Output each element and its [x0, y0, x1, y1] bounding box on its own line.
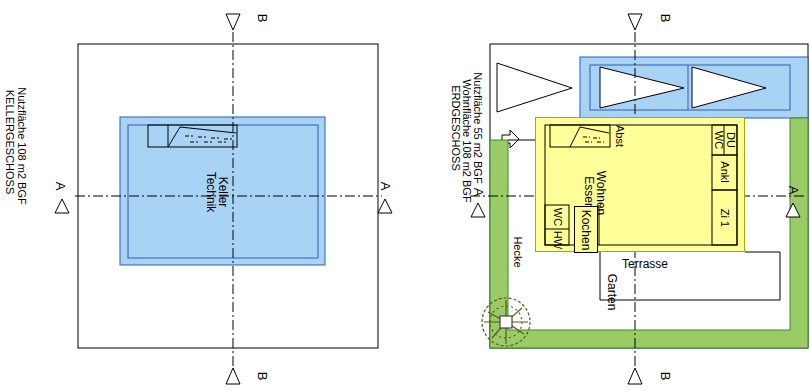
section-letter: A: [54, 182, 67, 191]
section-letter: B: [256, 14, 269, 23]
section-letter: A: [379, 182, 392, 191]
room-name: WC: [713, 131, 724, 149]
section-letter: A: [787, 186, 800, 195]
kitchen-box: Kochen: [574, 206, 598, 253]
floor-title: KELLERGESCHOSS: [4, 90, 15, 195]
floor-title: ERDGESCHOSS: [450, 85, 461, 171]
room-name: Keller Technik: [205, 167, 229, 217]
room-name: Ankl: [719, 161, 730, 182]
section-letter: A: [472, 188, 485, 197]
section-letter: B: [659, 14, 672, 23]
area-note: Nutzfläche 55 m2 BGF: [472, 72, 483, 183]
basement-room: Keller Technik: [120, 117, 325, 265]
area-name: Terrasse: [622, 258, 668, 270]
hedge-label: Hecke: [512, 236, 523, 267]
room-name: Kochen: [580, 200, 592, 260]
room-name: Abst: [614, 125, 625, 147]
room-name: WC: [552, 208, 563, 226]
room-name: Zi 1: [719, 209, 730, 227]
area-name: Garten: [606, 274, 618, 311]
section-letter: B: [256, 372, 269, 381]
room-name: HW: [552, 231, 563, 249]
area-note: Nutzfläche 108 m2 BGF: [16, 87, 27, 204]
area-note: Wohnfläche 108 m2 BGF: [461, 79, 472, 202]
room-name: DU: [725, 132, 736, 148]
section-letter: B: [659, 372, 672, 381]
